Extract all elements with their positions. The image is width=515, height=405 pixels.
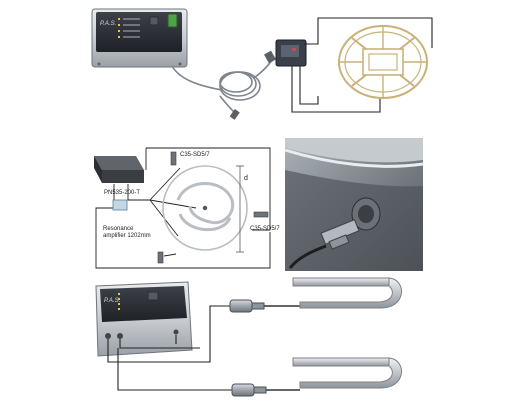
wire-top — [291, 17, 433, 113]
label-module: PN535-200-T — [104, 190, 140, 196]
brand-logo: P.A.S. — [100, 21, 116, 27]
rail-upper — [292, 277, 403, 309]
sensor-top — [170, 151, 177, 166]
dimension-d — [236, 165, 244, 253]
label-resonance-2: amplifier 1202mm — [103, 233, 151, 239]
brand-logo-bottom: P.A.S. — [104, 298, 120, 304]
controller-unit-bottom: P.A.S. — [95, 281, 193, 357]
circular-plate — [162, 165, 248, 251]
probe-upper — [229, 299, 300, 313]
plug-bottom — [229, 109, 240, 120]
probe-lower — [231, 383, 300, 397]
sensor-right — [253, 211, 269, 218]
sensor-bottom-left — [157, 251, 164, 264]
label-sensor-bottom: C35-SD5/7 — [250, 226, 280, 232]
module-box — [94, 156, 144, 183]
wiring-bottom — [107, 305, 232, 391]
plug-top — [264, 50, 276, 64]
dimension-label: d — [244, 175, 248, 182]
junction-box — [275, 39, 307, 67]
rail-lower — [292, 357, 403, 389]
power-cable — [171, 59, 273, 115]
label-sensor-top: C35-SD5/7 — [180, 152, 210, 158]
label-resonance-1: Resonance — [103, 226, 134, 232]
installation-photo — [284, 138, 424, 271]
induction-coil-top — [338, 25, 428, 99]
controller-unit-top: P.A.S. — [91, 8, 188, 68]
connector-square — [112, 199, 128, 211]
